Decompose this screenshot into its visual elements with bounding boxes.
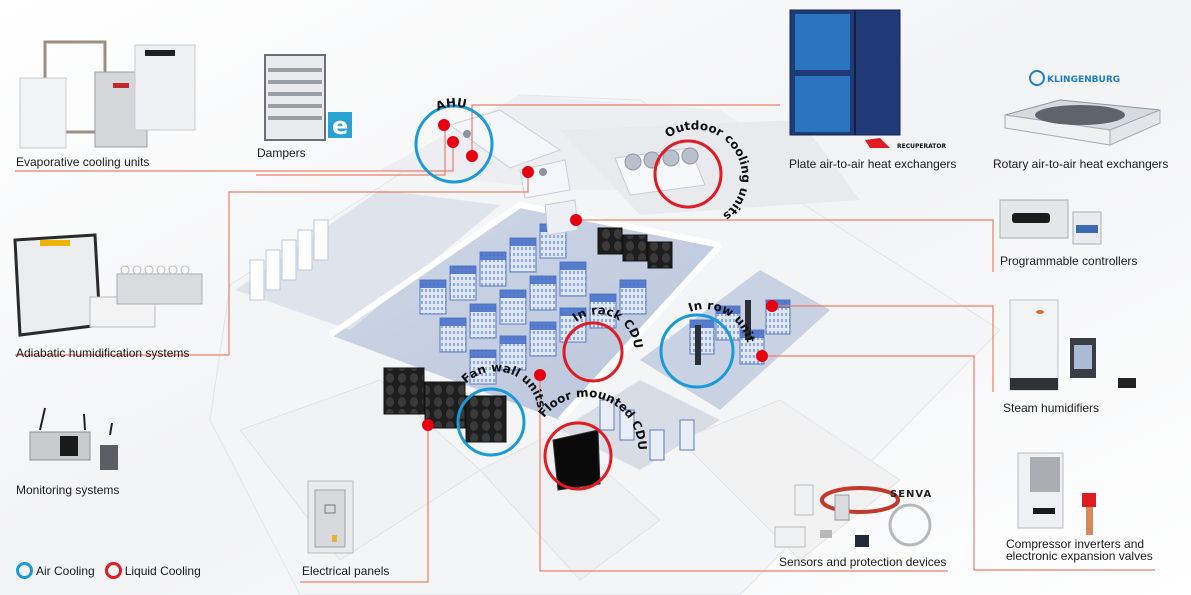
product-plate-hx-label[interactable]: Plate air-to-air heat exchangers bbox=[789, 157, 957, 171]
server-racks bbox=[249, 219, 791, 461]
callout-fan-wall-ring[interactable] bbox=[456, 387, 526, 457]
hotspot-dot[interactable] bbox=[766, 300, 778, 312]
product-evaporative-label[interactable]: Evaporative cooling units bbox=[16, 155, 150, 169]
hotspot-dot[interactable] bbox=[756, 350, 768, 362]
product-compressor-label-line2[interactable]: electronic expansion valves bbox=[1006, 549, 1153, 563]
product-electrical-label[interactable]: Electrical panels bbox=[302, 564, 390, 578]
product-controllers-image bbox=[999, 199, 1102, 245]
product-controllers-label[interactable]: Programmable controllers bbox=[1000, 254, 1138, 268]
hotspot-dot[interactable] bbox=[447, 136, 459, 148]
legend: Air Cooling Liquid Cooling bbox=[16, 562, 211, 579]
product-compressor-image bbox=[1017, 452, 1096, 535]
legend-air-cooling: Air Cooling bbox=[16, 562, 95, 579]
callout-outdoor-ring[interactable] bbox=[653, 139, 723, 209]
hotspot-dot[interactable] bbox=[570, 214, 582, 226]
hotspot-dots bbox=[422, 119, 778, 431]
product-adiabatic-image bbox=[13, 233, 203, 337]
rotary-hx-brand-logo: KLINGENBURG bbox=[1047, 75, 1120, 85]
sensors-brand-logo: SENVA bbox=[890, 489, 932, 500]
callout-ahu-label: AHU bbox=[434, 95, 468, 113]
product-rotary-hx-label[interactable]: Rotary air-to-air heat exchangers bbox=[993, 157, 1169, 171]
product-steam-image bbox=[1009, 299, 1136, 391]
legend-air-label: Air Cooling bbox=[36, 563, 95, 578]
hotspot-dot[interactable] bbox=[466, 150, 478, 162]
product-sensors-label[interactable]: Sensors and protection devices bbox=[779, 555, 947, 569]
product-plate-hx-image: RECUPERATOR bbox=[789, 9, 946, 150]
callout-in-row-ring[interactable] bbox=[659, 313, 735, 389]
hotspot-dot[interactable] bbox=[522, 166, 534, 178]
air-cooling-ring-icon bbox=[16, 562, 33, 579]
callout-in-rack-ring[interactable] bbox=[562, 321, 624, 383]
callout-circles bbox=[414, 104, 735, 491]
plate-hx-brand-logo: RECUPERATOR bbox=[897, 143, 946, 150]
callout-floor-cdu-ring[interactable] bbox=[543, 421, 613, 491]
product-monitoring-image bbox=[29, 407, 118, 470]
legend-liquid-cooling: Liquid Cooling bbox=[104, 562, 201, 579]
product-rotary-hx-image: KLINGENBURG bbox=[1004, 70, 1161, 146]
hotspot-dot[interactable] bbox=[438, 119, 450, 131]
product-steam-label[interactable]: Steam humidifiers bbox=[1003, 401, 1100, 415]
product-sensors-image: SENVA bbox=[774, 484, 932, 548]
product-electrical-image bbox=[307, 480, 354, 554]
product-compressor-label-line1[interactable]: Compressor inverters and bbox=[1006, 537, 1145, 551]
product-evaporative-image bbox=[19, 40, 196, 149]
connector-lines bbox=[15, 104, 1155, 583]
product-dampers-label[interactable]: Dampers bbox=[257, 146, 306, 160]
product-adiabatic-label[interactable]: Adiabatic humidification systems bbox=[16, 346, 190, 360]
callout-ahu-ring[interactable] bbox=[414, 104, 494, 184]
product-dampers-image: e bbox=[264, 54, 352, 141]
product-monitoring-label[interactable]: Monitoring systems bbox=[16, 483, 120, 497]
hotspot-dot[interactable] bbox=[422, 419, 434, 431]
dampers-brand-logo: e bbox=[332, 112, 348, 140]
liquid-cooling-ring-icon bbox=[104, 562, 122, 579]
equipment bbox=[383, 109, 751, 491]
hotspot-dot[interactable] bbox=[534, 369, 546, 381]
legend-liquid-label: Liquid Cooling bbox=[124, 563, 201, 578]
